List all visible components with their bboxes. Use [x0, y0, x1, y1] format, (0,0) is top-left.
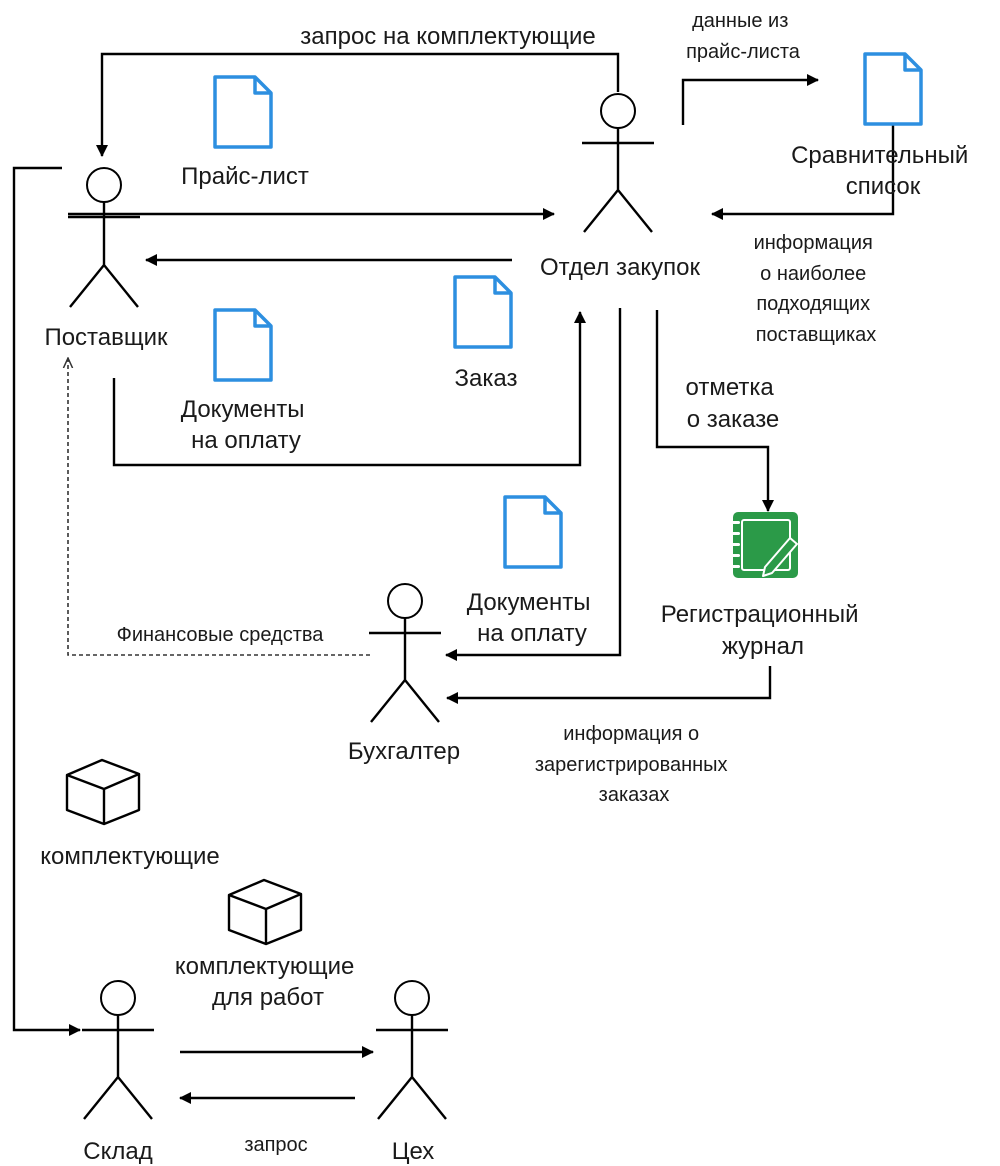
best-suppliers-info-label: информация о наиболее подходящих поставщ… [754, 232, 879, 346]
actor-purchasing [582, 93, 654, 233]
components-request-label: запрос на комплектующие [300, 23, 595, 50]
edge-best-suppliers [711, 122, 895, 220]
edge-financial-means [68, 358, 370, 656]
payment-docs-accountant-label: Документы на оплату [467, 589, 597, 647]
edge-payment-docs-supplier [112, 311, 586, 467]
order-mark-label: отметка о заказе [686, 374, 781, 433]
comparative-list-document-icon [863, 52, 923, 126]
workshop-label: Цех [392, 1138, 435, 1165]
edge-order-mark [655, 310, 774, 512]
price-list-document-icon [213, 75, 273, 149]
components-label: комплектующие [40, 843, 220, 870]
request-label: запрос [244, 1134, 307, 1156]
edge-registered-orders [446, 666, 772, 704]
price-list-data-label: данные из прайс-листа [686, 10, 801, 63]
payment-docs-accountant-document-icon [503, 495, 563, 569]
warehouse-label: Склад [83, 1138, 152, 1165]
edge-payment-docs-accountant [445, 308, 622, 661]
edge-components-delivery [12, 166, 81, 1036]
actor-accountant [369, 583, 441, 723]
registered-orders-info-label: информация о зарегистрированных заказах [535, 723, 733, 806]
components-for-work-label: комплектующие для работ [175, 953, 361, 1011]
components-for-work-cube-icon [227, 878, 303, 946]
components-cube-icon [65, 758, 141, 826]
actor-supplier [68, 167, 140, 308]
payment-docs-document-icon [213, 308, 273, 382]
accountant-label: Бухгалтер [348, 738, 460, 765]
register-label: Регистрационный журнал [661, 601, 865, 660]
order-label: Заказ [455, 365, 518, 392]
supplier-label: Поставщик [44, 324, 168, 351]
purchasing-department-label: Отдел закупок [540, 254, 701, 281]
actor-warehouse [82, 980, 154, 1120]
order-document-icon [453, 275, 513, 349]
comparative-list-label: Сравнительный список [791, 142, 975, 200]
edge-price-list-data [681, 74, 819, 125]
edge-components-request [96, 52, 620, 157]
payment-docs-label: Документы на оплату [181, 396, 311, 454]
price-list-label: Прайс-лист [181, 163, 309, 190]
financial-means-label: Финансовые средства [117, 624, 325, 646]
actor-workshop [376, 980, 448, 1120]
notebook-icon [726, 512, 798, 578]
